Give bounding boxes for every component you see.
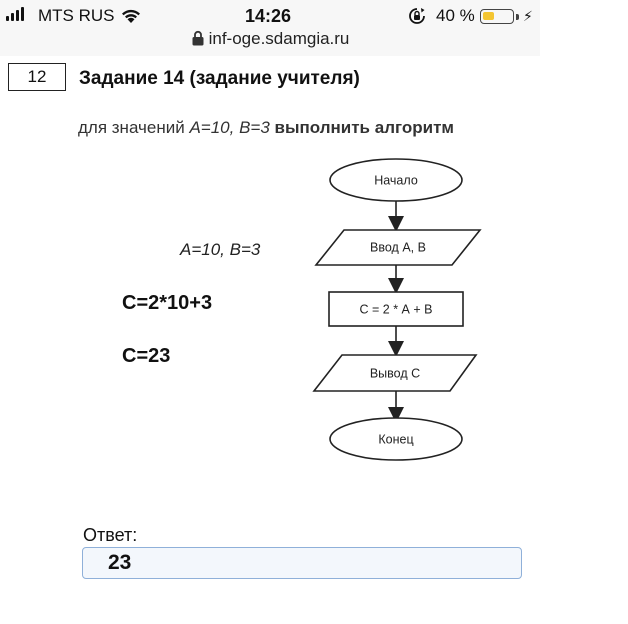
battery-level xyxy=(483,12,494,20)
flow-process-label: С = 2 * А + В xyxy=(360,303,433,317)
clock: 14:26 xyxy=(245,6,292,26)
lock-icon xyxy=(192,30,204,46)
battery-icon xyxy=(480,9,514,24)
answer-label: Ответ: xyxy=(83,525,138,545)
task-prompt: для значений A=10, B=3 выполнить алгорит… xyxy=(78,118,454,138)
calc-expression: C=2*10+3 xyxy=(122,292,213,314)
carrier-name: MTS RUS xyxy=(38,6,115,25)
flow-end-label: Конец xyxy=(378,433,413,447)
prompt-values: A=10, B=3 xyxy=(189,118,270,137)
rotation-lock-icon xyxy=(409,8,425,24)
flow-output-shape xyxy=(312,354,478,392)
calc-result: C=23 xyxy=(122,345,171,367)
prompt-prefix: для значений xyxy=(78,118,190,137)
status-bar: MTS RUS 14:26 40 % ⚡︎ inf-oge.sdamgia.ru xyxy=(0,0,540,56)
values-note: A=10, B=3 xyxy=(180,240,261,259)
flow-output-label: Вывод С xyxy=(370,367,420,381)
status-row: MTS RUS 14:26 40 % ⚡︎ xyxy=(0,4,540,26)
flow-start-label: Начало xyxy=(374,174,418,188)
flow-end-shape xyxy=(329,417,463,461)
battery-percent: 40 % xyxy=(436,6,475,25)
flow-input-shape xyxy=(314,229,482,266)
battery-tip xyxy=(516,14,519,20)
task-number-box: 12 xyxy=(8,63,66,91)
wifi-icon xyxy=(122,9,140,23)
flow-process-shape xyxy=(328,291,464,327)
prompt-suffix: выполнить алгоритм xyxy=(269,118,454,137)
answer-input[interactable]: 23 xyxy=(82,547,522,579)
charging-bolt-icon: ⚡︎ xyxy=(523,8,533,24)
task-title: Задание 14 (задание учителя) xyxy=(79,68,360,89)
url-text: inf-oge.sdamgia.ru xyxy=(208,29,350,48)
flow-input-label: Ввод А, В xyxy=(370,241,426,255)
flowchart: Начало Ввод А, В С = 2 * А + В Вывод С К… xyxy=(312,158,482,461)
address-bar[interactable]: inf-oge.sdamgia.ru xyxy=(0,29,540,49)
signal-icon xyxy=(6,7,24,21)
